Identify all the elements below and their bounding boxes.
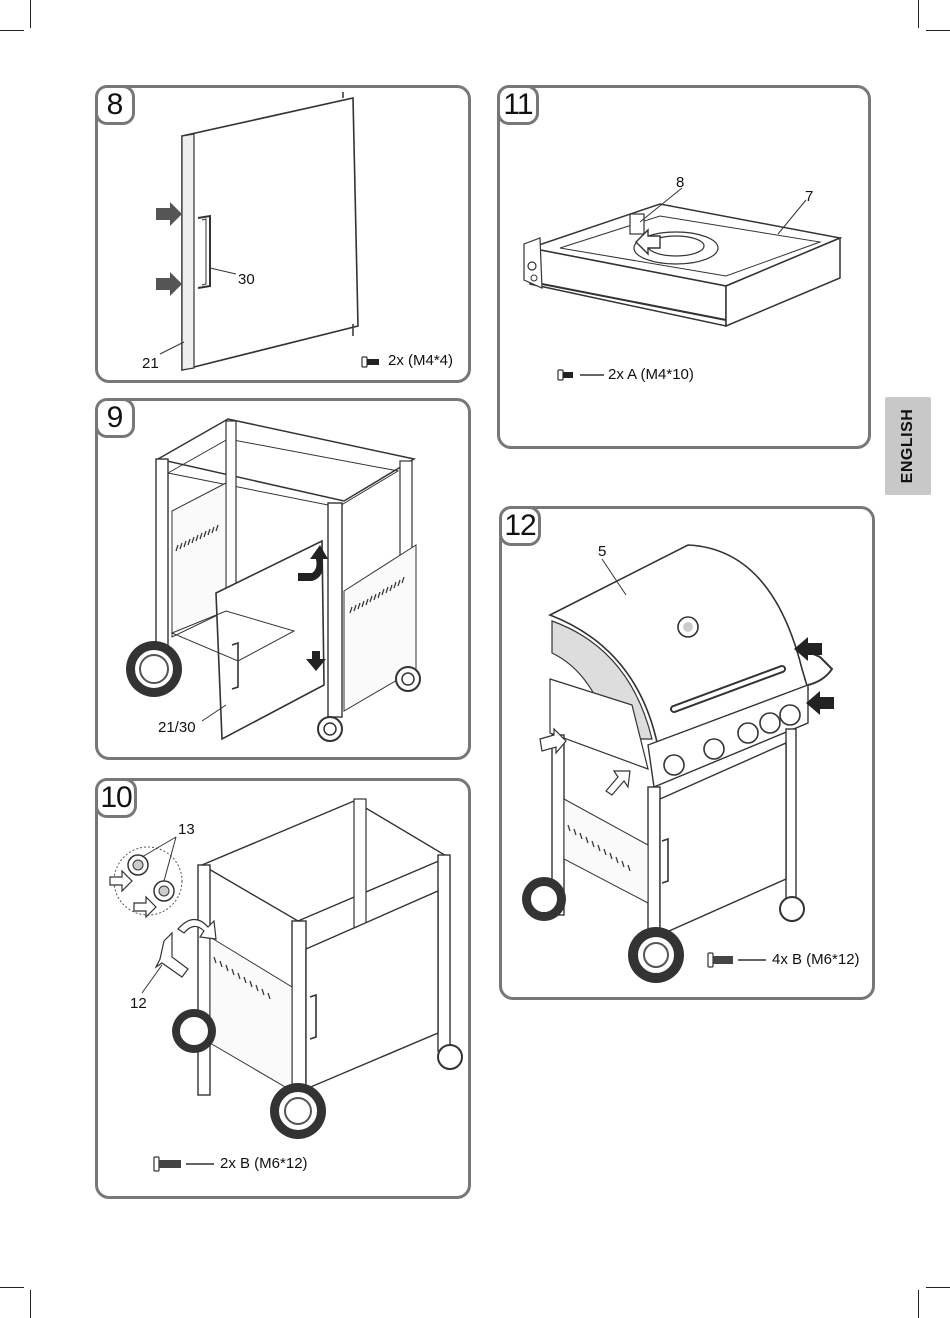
grill-assembly-illustration: [502, 509, 872, 997]
screw-icon: [362, 357, 379, 367]
crop-mark: [0, 1287, 24, 1288]
crop-mark: [30, 0, 31, 28]
part-label-30: 30: [238, 271, 255, 288]
bolt-icon: [708, 953, 766, 967]
crop-mark: [30, 1290, 31, 1318]
step-9-panel: 9: [95, 398, 471, 760]
step-10-panel: 10: [95, 778, 471, 1199]
crop-mark: [926, 1287, 950, 1288]
crop-mark: [926, 30, 950, 31]
firebox-illustration: [500, 88, 868, 446]
screw-icon: [558, 370, 604, 380]
push-arrow-icon: [156, 202, 182, 296]
hardware-label: 2x (M4*4): [388, 352, 453, 369]
part-label-7: 7: [805, 188, 813, 205]
step-8-panel: 8 30 21 2x (M4*4): [95, 85, 471, 383]
part-label-8: 8: [676, 174, 684, 191]
crop-mark: [918, 1290, 919, 1318]
language-tab[interactable]: ENGLISH: [885, 397, 931, 495]
hardware-label: 2x A (M4*10): [608, 366, 694, 383]
bolt-icon: [154, 1157, 214, 1171]
part-label-13: 13: [178, 821, 195, 838]
hardware-label: 2x B (M6*12): [220, 1155, 308, 1172]
part-label-5: 5: [598, 543, 606, 560]
step-11-panel: 11 8 7 2x A (M4*10): [497, 85, 871, 449]
part-label-12: 12: [130, 995, 147, 1012]
crop-mark: [0, 30, 24, 31]
hardware-label: 4x B (M6*12): [772, 951, 860, 968]
cart-bracket-illustration: [98, 781, 468, 1196]
door-illustration: [98, 88, 468, 380]
part-label-21: 21: [142, 355, 159, 372]
cart-door-illustration: [98, 401, 468, 757]
part-label-21-30: 21/30: [158, 719, 196, 736]
language-tab-label: ENGLISH: [899, 409, 917, 484]
step-12-panel: 12: [499, 506, 875, 1000]
crop-mark: [918, 0, 919, 28]
